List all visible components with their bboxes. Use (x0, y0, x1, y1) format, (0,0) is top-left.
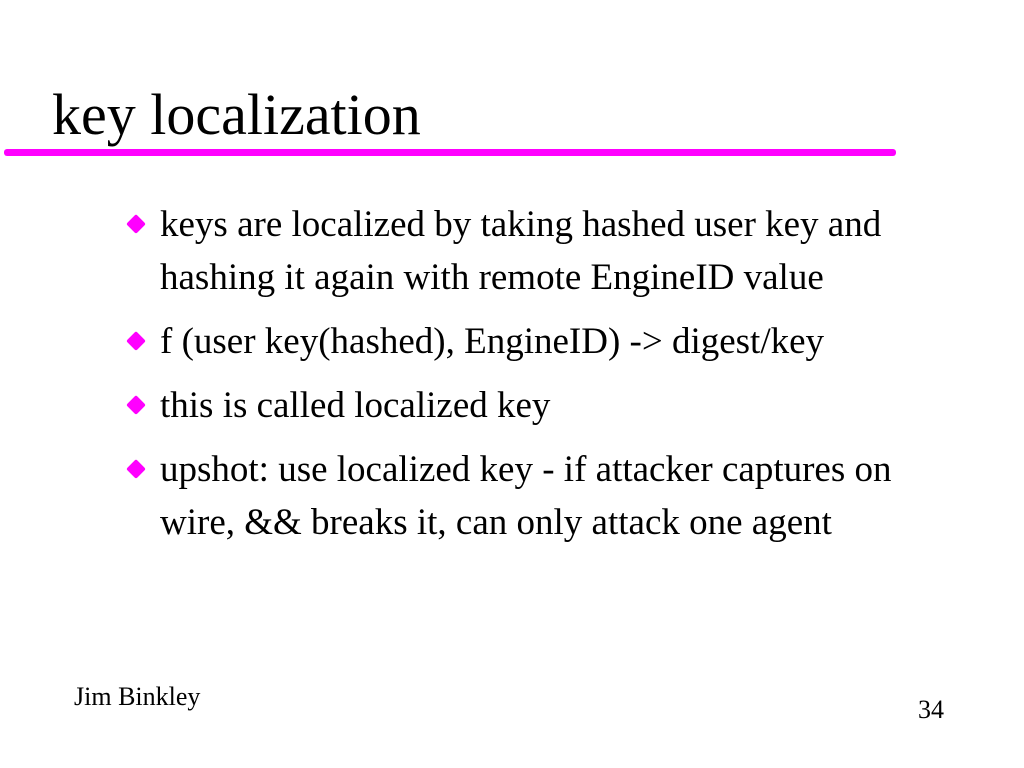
title-underline (4, 149, 896, 156)
bullet-item: upshot: use localized key - if attacker … (120, 443, 920, 549)
footer-author: Jim Binkley (74, 682, 201, 711)
diamond-bullet-icon (126, 395, 146, 415)
bullet-item: f (user key(hashed), EngineID) -> digest… (120, 315, 920, 368)
bullet-text: this is called localized key (160, 385, 551, 426)
diamond-bullet-icon (126, 331, 146, 351)
diamond-bullet-icon (126, 459, 146, 479)
bullet-text: f (user key(hashed), EngineID) -> digest… (160, 321, 825, 362)
bullet-item: keys are localized by taking hashed user… (120, 198, 920, 304)
bullet-item: this is called localized key (120, 379, 920, 432)
bullet-list: keys are localized by taking hashed user… (120, 198, 920, 560)
bullet-text: keys are localized by taking hashed user… (160, 204, 882, 298)
slide-title: key localization (52, 82, 421, 147)
page-number: 34 (918, 695, 944, 724)
bullet-text: upshot: use localized key - if attacker … (160, 449, 892, 543)
diamond-bullet-icon (126, 214, 146, 234)
